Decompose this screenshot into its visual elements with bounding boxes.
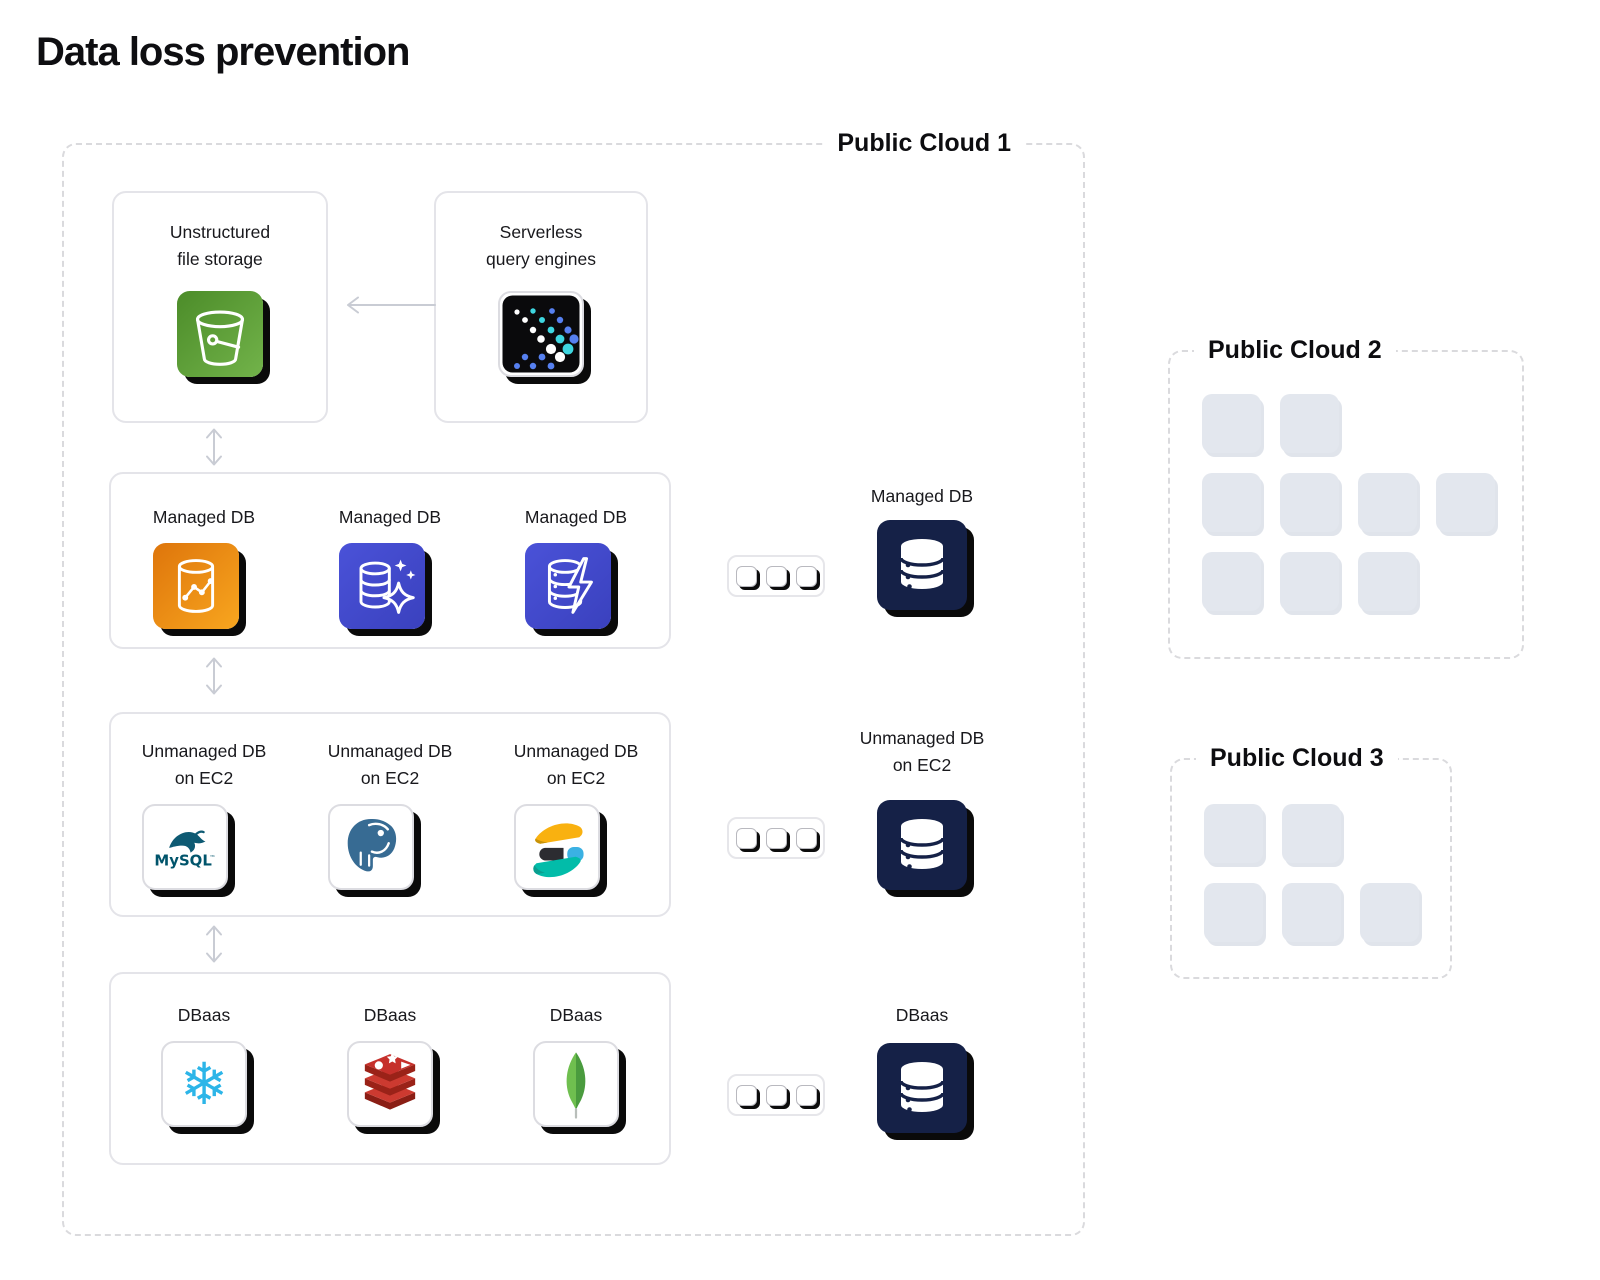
placeholder-square — [735, 1084, 757, 1106]
ellipsis-chip — [727, 1074, 825, 1116]
managed-db-node: Managed DB — [338, 504, 441, 647]
svg-text:™: ™ — [209, 854, 216, 862]
public-cloud-3-group: Public Cloud 3 — [1170, 743, 1452, 979]
cloud-resource-square — [1202, 473, 1261, 532]
svg-text:MySQL: MySQL — [154, 852, 212, 870]
cloud-resource-square — [1358, 552, 1417, 611]
mongodb-logo-icon — [533, 1041, 619, 1127]
redis-logo-icon — [347, 1041, 433, 1127]
cloud-resource-square — [1360, 883, 1419, 942]
database-sparkle-icon — [338, 543, 425, 629]
public-cloud-2-grid — [1202, 394, 1495, 631]
arrow-storage-managed — [206, 428, 222, 466]
elasticsearch-logo-icon — [513, 804, 600, 890]
ellipsis-chip — [727, 555, 825, 597]
public-cloud-2-group: Public Cloud 2 — [1168, 335, 1524, 659]
placeholder-square — [765, 827, 787, 849]
cloud-resource-square — [1202, 394, 1261, 453]
cloud-resource-square — [1280, 552, 1339, 611]
public-cloud-3-label: Public Cloud 3 — [1196, 743, 1398, 773]
unmanaged-db-endpoint: Unmanaged DB on EC2 — [837, 725, 1007, 890]
arrow-unmanaged-dbaas — [206, 925, 222, 963]
public-cloud-1-group: Public Cloud 1 Unstructured file storage — [62, 128, 1085, 1236]
dbaas-node: DBaas ❄ — [161, 1002, 247, 1163]
unmanaged-db-row: Unmanaged DB on EC2 MySQL ™ Unmanaged DB… — [109, 712, 671, 917]
dbaas-row: DBaas ❄ DBaas — [109, 972, 671, 1165]
dbaas-node: DBaas — [347, 1002, 433, 1163]
cloud-resource-square — [1280, 394, 1339, 453]
placeholder-square — [795, 565, 817, 587]
cloud-resource-square — [1204, 804, 1263, 863]
placeholder-square — [795, 827, 817, 849]
database-server-icon — [877, 800, 967, 890]
cloud-resource-square — [1282, 804, 1341, 863]
placeholder-square — [765, 565, 787, 587]
managed-db-row: Managed DB — [109, 472, 671, 649]
database-lightning-icon — [524, 543, 611, 629]
cloud-resource-square — [1202, 552, 1261, 611]
dbaas-endpoint: DBaas — [837, 1002, 1007, 1133]
placeholder-square — [765, 1084, 787, 1106]
arrow-serverless-to-storage — [347, 296, 436, 314]
public-cloud-1-label: Public Cloud 1 — [823, 128, 1025, 158]
dbaas-node: DBaas — [533, 1002, 619, 1163]
public-cloud-3-grid — [1204, 804, 1419, 962]
cloud-resource-square — [1358, 473, 1417, 532]
s3-bucket-icon — [177, 291, 263, 377]
unmanaged-db-node: Unmanaged DB on EC2 — [513, 738, 638, 915]
cloud-resource-square — [1436, 473, 1495, 532]
managed-db-node: Managed DB — [152, 504, 255, 647]
arrow-managed-unmanaged — [206, 657, 222, 695]
serverless-query-card: Serverless query engines — [434, 191, 648, 423]
database-server-icon — [877, 1043, 967, 1133]
database-server-icon — [877, 520, 967, 610]
unmanaged-db-node: Unmanaged DB on EC2 — [327, 738, 452, 915]
managed-db-node: Managed DB — [524, 504, 627, 647]
cloud-resource-square — [1282, 883, 1341, 942]
dot-matrix-query-icon — [498, 291, 584, 377]
public-cloud-2-label: Public Cloud 2 — [1194, 335, 1396, 365]
mysql-logo-icon: MySQL ™ — [141, 804, 228, 890]
snowflake-logo-icon: ❄ — [161, 1041, 247, 1127]
unmanaged-db-node: Unmanaged DB on EC2 MySQL ™ — [141, 738, 266, 915]
ellipsis-chip — [727, 817, 825, 859]
postgresql-logo-icon — [327, 804, 414, 890]
cloud-resource-square — [1204, 883, 1263, 942]
unstructured-storage-label: Unstructured file storage — [169, 222, 271, 269]
page-title: Data loss prevention — [36, 30, 410, 74]
database-chart-icon — [152, 543, 239, 629]
placeholder-square — [735, 565, 757, 587]
serverless-query-label: Serverless query engines — [486, 222, 596, 269]
unstructured-storage-card: Unstructured file storage — [112, 191, 328, 423]
placeholder-square — [735, 827, 757, 849]
cloud-resource-square — [1280, 473, 1339, 532]
managed-db-endpoint: Managed DB — [837, 483, 1007, 610]
placeholder-square — [795, 1084, 817, 1106]
